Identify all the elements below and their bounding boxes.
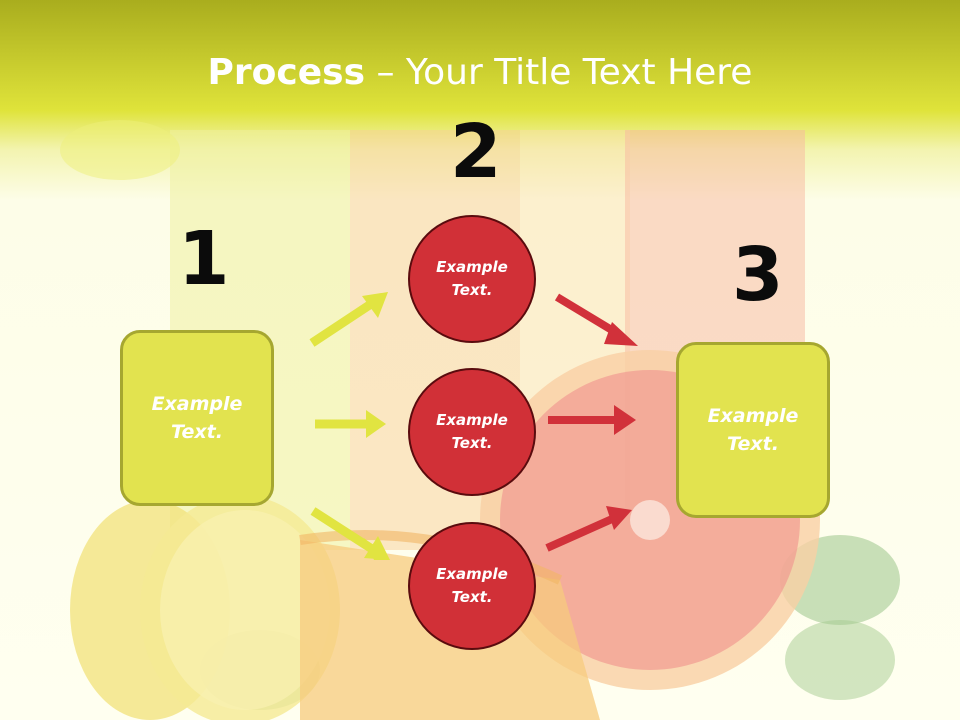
right-text-box[interactable]: Example Text. — [676, 342, 830, 518]
circle-middle-line2: Text. — [451, 434, 493, 452]
step-number-2: 2 — [450, 109, 502, 195]
left-box-line2: Text. — [171, 421, 223, 443]
title-bold: Process — [207, 52, 366, 93]
title-separator: – — [365, 52, 406, 93]
red-arrow-up-icon — [545, 506, 632, 552]
red-arrow-right-icon — [548, 405, 636, 435]
circle-middle-line1: Example — [436, 410, 508, 429]
circle-top-line1: Example — [436, 257, 508, 276]
circle-bottom-line1: Example — [436, 564, 508, 583]
right-box-line2: Text. — [727, 433, 779, 455]
yellow-arrow-right-icon — [315, 410, 386, 438]
title-rest: Your Title Text Here — [405, 52, 753, 93]
left-text-box[interactable]: Example Text. — [120, 330, 274, 506]
step-number-3: 3 — [732, 232, 784, 318]
circle-middle[interactable]: Example Text. — [408, 368, 536, 496]
circle-bottom-line2: Text. — [451, 588, 493, 606]
step-number-1: 1 — [178, 216, 230, 302]
left-box-line1: Example — [151, 392, 243, 415]
right-box-line1: Example — [707, 404, 799, 427]
circle-top[interactable]: Example Text. — [408, 215, 536, 343]
yellow-arrow-up-icon — [309, 292, 388, 347]
circle-top-line2: Text. — [451, 281, 493, 299]
yellow-arrow-down-icon — [310, 507, 390, 560]
circle-bottom[interactable]: Example Text. — [408, 522, 536, 650]
slide-title: Process – Your Title Text Here — [0, 52, 960, 93]
red-arrow-down-icon — [554, 293, 638, 346]
